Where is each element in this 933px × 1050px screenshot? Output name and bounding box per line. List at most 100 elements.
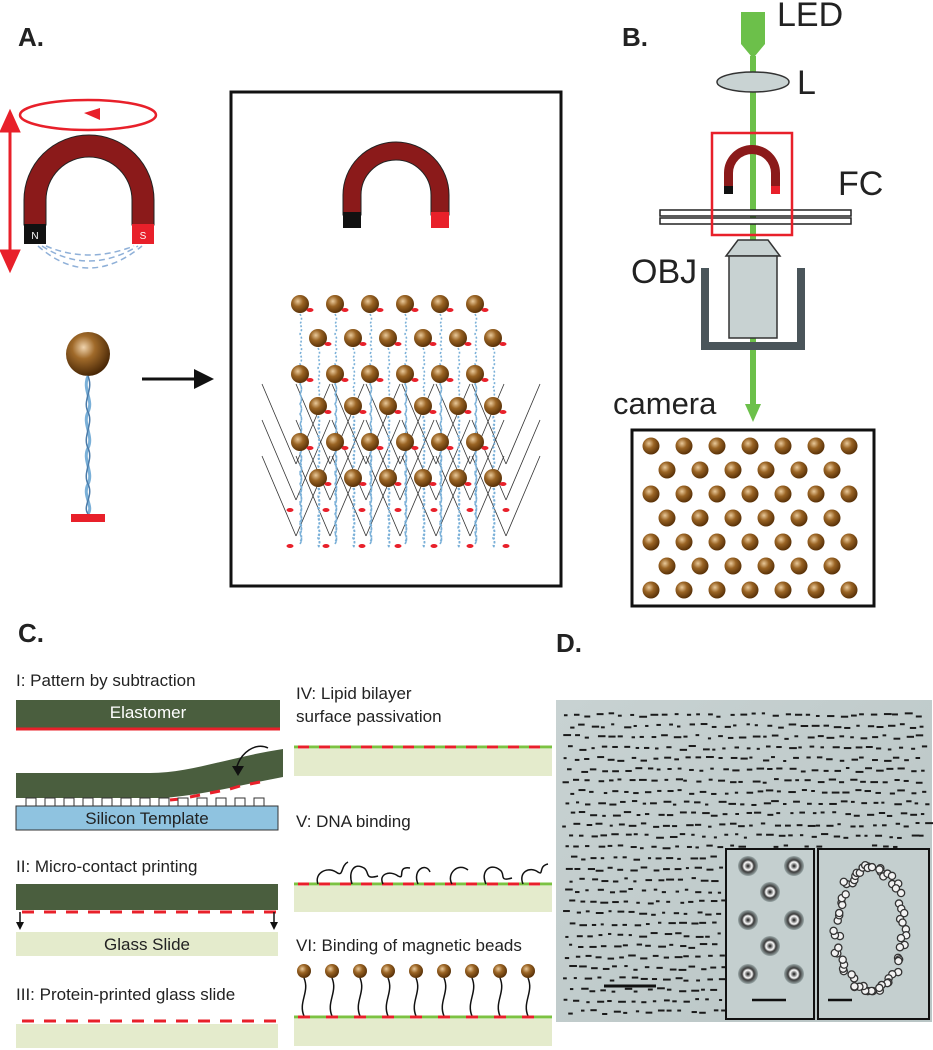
tether-strand	[457, 415, 461, 547]
bead-dash	[795, 779, 800, 782]
tether-strand	[334, 383, 338, 545]
bead-dash	[663, 956, 670, 959]
lattice-bead	[738, 910, 758, 930]
bead-dash	[669, 943, 674, 946]
silicon-tooth	[177, 797, 189, 807]
camera-bead	[774, 581, 792, 599]
bead-dash	[573, 977, 577, 980]
panel-label-c: C.	[18, 618, 44, 648]
bead-dash	[811, 724, 820, 727]
camera-bead	[807, 437, 825, 455]
magnetic-bead	[309, 469, 327, 487]
camera-bead	[840, 485, 858, 503]
bead-dash	[735, 813, 739, 816]
anchor-point	[376, 446, 384, 450]
bead-tether	[469, 977, 475, 1017]
anchor-point	[341, 378, 349, 382]
bead-dash	[617, 933, 624, 936]
bead-dash	[855, 770, 864, 773]
bead-dash	[631, 1000, 636, 1003]
bead-dash	[576, 935, 583, 938]
camera-bead	[823, 461, 841, 479]
bead-dash	[597, 1000, 605, 1003]
bead-dash	[702, 812, 710, 815]
bead-dash	[578, 811, 586, 814]
bead-dash	[721, 899, 727, 902]
bead-dash	[865, 746, 873, 749]
bead-dash	[801, 789, 807, 792]
flow-cell-label: FC	[838, 165, 884, 203]
camera-bead	[724, 557, 742, 575]
bead-dash	[842, 791, 850, 794]
bead-dash	[597, 888, 604, 891]
bead-dash	[609, 824, 613, 827]
bead-dash	[618, 1000, 626, 1003]
bead-dash	[614, 945, 622, 948]
bead-dash	[609, 803, 617, 806]
bead-dash	[691, 811, 697, 814]
bead-dash	[562, 781, 569, 784]
bead-dash	[831, 791, 840, 794]
bead-dash	[601, 745, 608, 748]
bead-dash	[738, 845, 746, 848]
bead-dash	[624, 987, 633, 990]
bead-dash	[784, 779, 792, 782]
bead-dash	[710, 814, 718, 817]
peeling-elastomer	[16, 749, 283, 798]
magnetic-bead	[326, 365, 344, 383]
bead-dash	[669, 835, 678, 838]
bead-dash	[575, 891, 580, 894]
bead-dash	[578, 945, 584, 948]
bead-dash	[740, 803, 745, 806]
magnetic-field-lines	[37, 245, 143, 269]
bead-dash	[702, 748, 710, 751]
camera-bead	[757, 509, 775, 527]
bead-dash	[685, 756, 691, 759]
bead-dash	[636, 943, 643, 946]
bead-dash	[695, 955, 701, 958]
flow-cell-bottom	[659, 217, 852, 225]
tether-strand	[387, 415, 391, 547]
bead-dash	[655, 747, 659, 750]
camera-bead	[790, 509, 808, 527]
bead-dash	[573, 778, 580, 781]
bead-dash	[590, 900, 597, 903]
bead-dash	[576, 911, 581, 914]
bead-dash	[855, 834, 861, 837]
bead-dash	[669, 723, 673, 726]
elastomer-label: Elastomer	[109, 703, 187, 722]
tether-strand	[474, 313, 478, 545]
tether-strand	[422, 487, 426, 549]
bead-dash	[893, 737, 901, 740]
silicon-template	[15, 805, 279, 831]
bead-dash	[603, 792, 608, 795]
bead-dash	[878, 811, 886, 814]
bead-dash	[818, 802, 823, 805]
bead-dash	[628, 910, 635, 913]
ring-bead	[847, 970, 856, 979]
bead-dash	[595, 869, 604, 872]
bead-dash	[644, 813, 650, 816]
bead-dash	[789, 747, 797, 750]
bead-dash	[633, 724, 637, 727]
bead-dash	[636, 901, 640, 904]
ring-bead	[839, 877, 849, 887]
bead-dash	[617, 759, 625, 762]
bead-dash	[597, 735, 606, 738]
glass-slide	[16, 932, 278, 956]
step-6-label: VI: Binding of magnetic beads	[296, 936, 522, 955]
bead-dash	[886, 814, 893, 817]
bead-dash	[772, 714, 779, 717]
bead-dash	[574, 758, 580, 761]
bead-dash	[636, 814, 641, 817]
bead-dash	[695, 756, 702, 759]
silicon-tooth	[25, 797, 37, 807]
bead-dash	[834, 769, 842, 772]
tether-strand	[492, 347, 496, 549]
silicon-tooth	[253, 797, 265, 807]
bead-dash	[722, 813, 728, 816]
bead-dash	[915, 781, 923, 784]
bead-dash	[579, 965, 587, 968]
bead-dash	[675, 890, 680, 893]
tether-line	[331, 419, 367, 501]
